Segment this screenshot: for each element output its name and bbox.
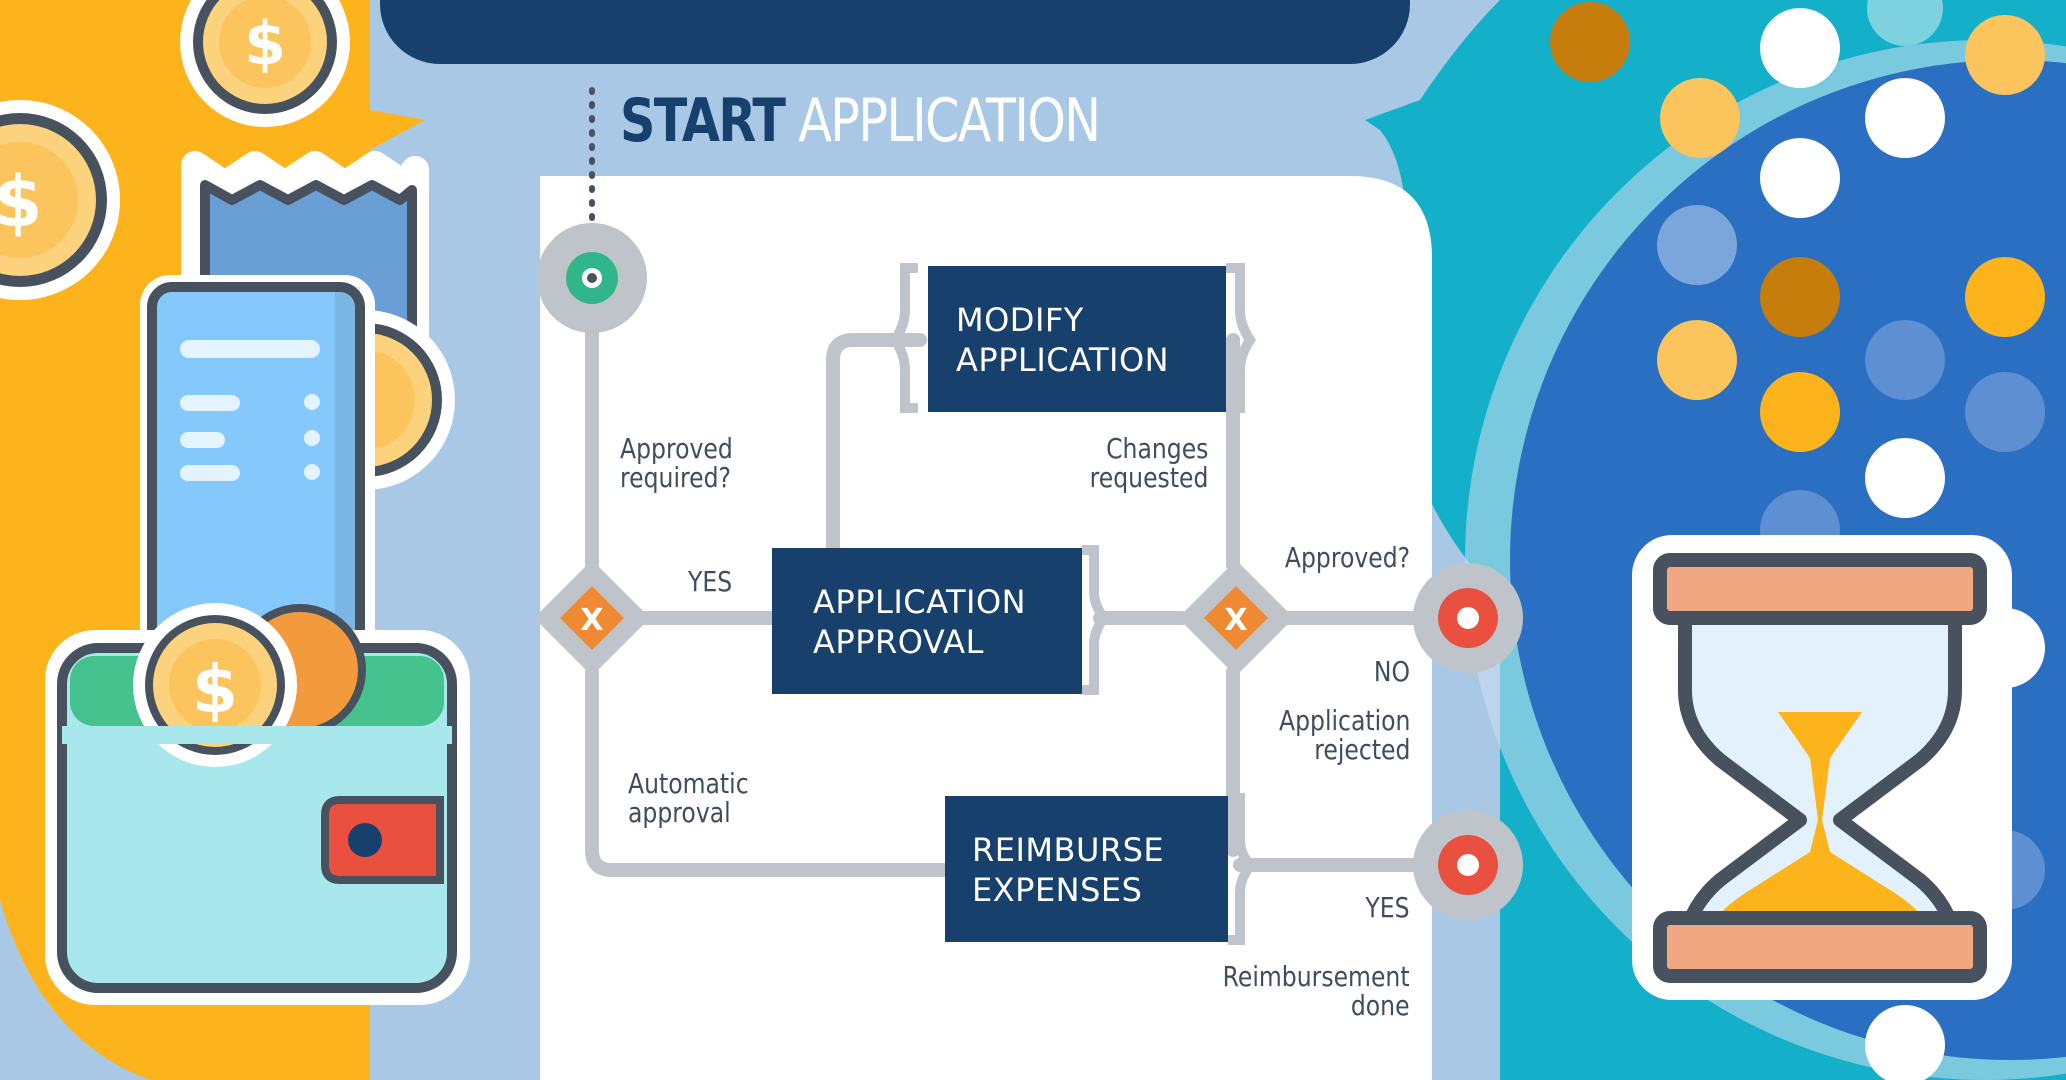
gateway-x-label: X: [580, 603, 603, 638]
label-no: NO: [1373, 655, 1410, 688]
label-automatic-approval: Automatic approval: [628, 767, 749, 829]
end-event-rejected: [1413, 563, 1523, 673]
label-approved-required: Approved required?: [620, 432, 733, 494]
svg-text:$: $: [0, 161, 42, 243]
gateway-approved: X: [1178, 560, 1294, 676]
svg-text:$: $: [244, 9, 286, 79]
hourglass-icon: [1632, 535, 2012, 1000]
decorative-dots: [1550, 0, 2045, 1080]
label-approved-question: Approved?: [1284, 541, 1410, 574]
reimburse-expenses-label: REIMBURSE EXPENSES: [972, 831, 1165, 909]
end-event-done: [1413, 810, 1523, 920]
label-changes-requested: Changes requested: [1089, 432, 1208, 494]
application-approval-label: APPLICATION APPROVAL: [813, 583, 1027, 661]
label-yes-left: YES: [688, 565, 733, 598]
connectors: [585, 87, 1427, 877]
label-yes-right: YES: [1365, 891, 1410, 924]
page-title: START APPLICATION: [620, 86, 1101, 156]
label-reimbursement-done: Reimbursement done: [1223, 960, 1410, 1022]
svg-text:$: $: [192, 651, 238, 728]
start-event: [537, 223, 647, 333]
label-application-rejected: Application rejected: [1278, 704, 1410, 766]
coin-icon-top: $: [180, 0, 350, 127]
modify-application-label: MODIFY APPLICATION: [956, 301, 1170, 379]
task-modify-application: [888, 263, 1257, 413]
task-reimburse-expenses: [945, 793, 1257, 945]
flow-gateway1-to-reimburse: [585, 665, 952, 877]
wallet-icon: $ $: [0, 0, 470, 1005]
gateway-x-label: X: [1224, 603, 1247, 638]
coin-icon-left: $: [0, 100, 120, 300]
flow-approval-to-modify: [826, 333, 927, 555]
title-start: START: [620, 86, 786, 156]
task-application-approval: [772, 545, 1111, 695]
title-application: APPLICATION: [784, 86, 1101, 156]
gateway-approval-required: X: [534, 560, 650, 676]
